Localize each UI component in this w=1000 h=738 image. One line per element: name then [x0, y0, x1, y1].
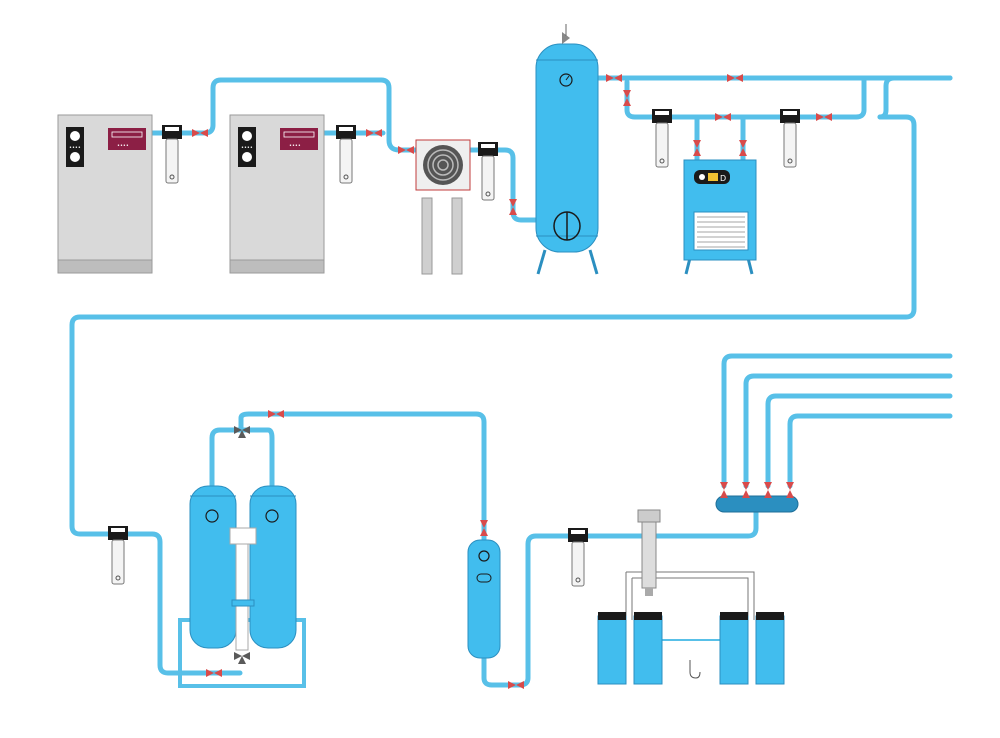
- pipe-to-right: [877, 75, 953, 120]
- drain-icon: [689, 660, 701, 679]
- gauge-icon: [242, 152, 252, 162]
- filter-icon: [108, 526, 128, 585]
- valve-icon: [606, 74, 622, 82]
- valve-icon: [715, 113, 731, 121]
- valve-icon: [764, 482, 772, 498]
- filter-icon: [478, 142, 498, 201]
- oil-water-separator: [597, 509, 785, 685]
- gauge-icon: [205, 509, 219, 523]
- svg-text:••••: ••••: [241, 145, 253, 151]
- gauge-icon: [265, 509, 279, 523]
- safety-valve-icon: [562, 24, 570, 44]
- distribution-manifold: [715, 495, 799, 513]
- pipe-aftercooler-tank: [467, 147, 541, 223]
- aftercooler: [415, 139, 471, 275]
- gauge-icon: [70, 131, 80, 141]
- filter-icon: [162, 125, 182, 184]
- control-display: [280, 128, 318, 150]
- pipe-desiccant-out: [238, 411, 487, 543]
- filter-icon: [568, 528, 588, 587]
- gauge-icon: [242, 131, 252, 141]
- pipe-compressor1-line: [149, 77, 421, 153]
- compressor-unit-1: •••• ••••: [57, 114, 153, 274]
- valves: [192, 74, 832, 689]
- pipe-buffer-out: [481, 507, 759, 688]
- gauge-icon: [559, 73, 573, 87]
- fan-icon: [423, 145, 463, 185]
- three-way-valve-icon: [234, 652, 250, 664]
- valve-icon: [398, 146, 414, 154]
- desiccant-dryer: [189, 485, 297, 651]
- valve-icon: [786, 482, 794, 498]
- valve-icon: [206, 669, 222, 677]
- dryer-controller: [229, 527, 257, 545]
- svg-text:••••: ••••: [117, 143, 129, 149]
- pipe-dryer-branches: [694, 114, 746, 163]
- svg-text:D: D: [720, 174, 726, 183]
- valve-icon: [693, 140, 701, 156]
- pipe-manifold-3: [765, 393, 953, 489]
- gauge-icon: [478, 550, 490, 562]
- valve-icon: [742, 482, 750, 498]
- pipe-manifold-1: [721, 353, 953, 489]
- air-receiver-tank: [535, 24, 599, 275]
- control-display: [108, 128, 146, 150]
- valve-icon: [816, 113, 832, 121]
- separator-feed-lines-inner: [631, 577, 749, 620]
- svg-text:••••: ••••: [69, 145, 81, 151]
- valve-icon: [739, 140, 747, 156]
- valve-icon: [508, 681, 524, 689]
- pipe-manifold-2: [743, 373, 953, 489]
- pipework: [69, 75, 953, 688]
- valve-icon: [623, 90, 631, 106]
- valve-icon: [727, 74, 743, 82]
- three-way-valve-icon: [234, 426, 250, 438]
- filter-icon: [336, 125, 356, 184]
- compressor-unit-2: •••• ••••: [229, 114, 325, 274]
- pipe-manifold-4: [787, 413, 953, 489]
- gauge-icon: [70, 152, 80, 162]
- buffer-tank: [467, 539, 501, 659]
- pipe-main-return: [69, 114, 917, 676]
- valve-icon: [366, 129, 382, 137]
- filter-icon: [780, 109, 800, 168]
- refrigerated-dryer: D: [683, 159, 757, 275]
- filter-icon: [652, 109, 672, 168]
- valve-icon: [268, 410, 284, 418]
- pipe-desiccant-top: [209, 427, 275, 493]
- svg-text:••••: ••••: [289, 143, 301, 149]
- valve-icon: [509, 199, 517, 215]
- valve-icon: [192, 129, 208, 137]
- valve-icon: [720, 482, 728, 498]
- valve-icon: [480, 520, 488, 536]
